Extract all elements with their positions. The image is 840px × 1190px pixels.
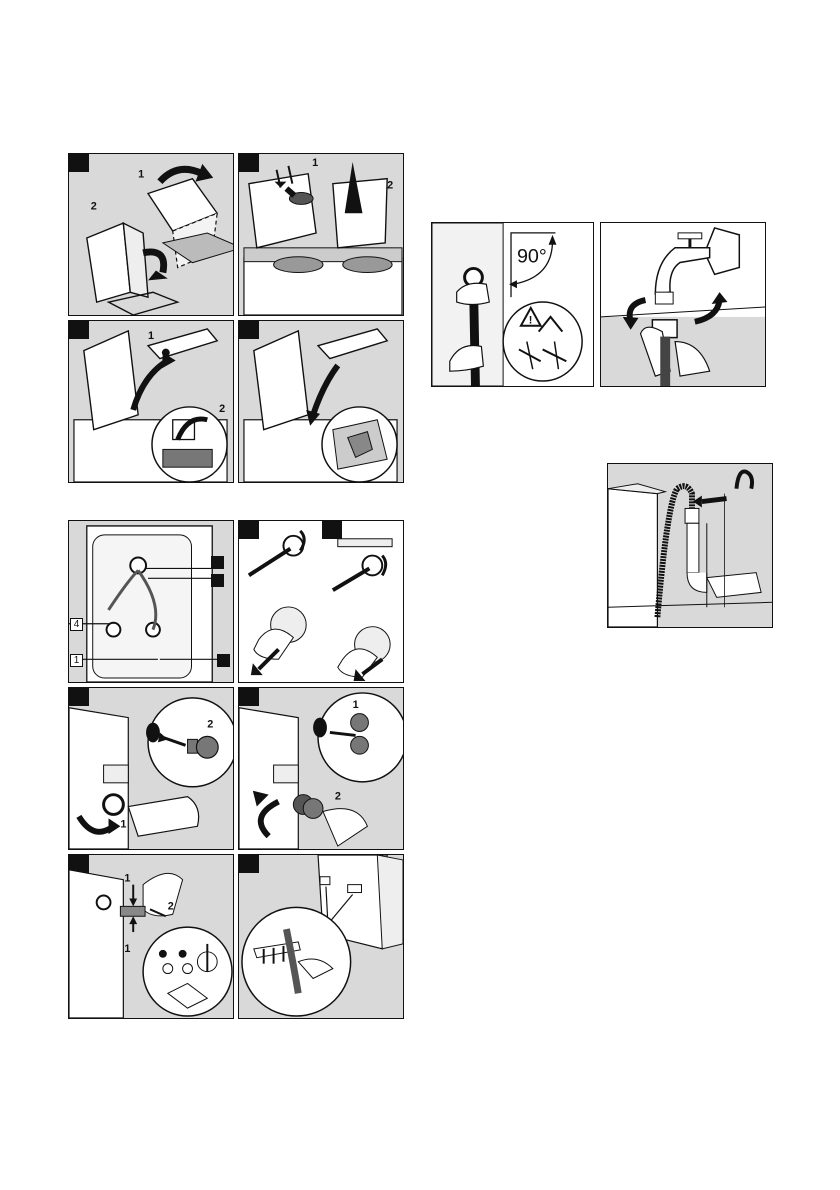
step-label: 1 xyxy=(138,169,144,181)
step-label: 2 xyxy=(387,180,393,192)
panel-b1-hose-angle: 90° ! xyxy=(431,222,594,387)
illustration-lid-removal: 1 2 xyxy=(69,154,233,315)
panel-a3-remove-block: 1 2 xyxy=(68,320,234,483)
callout-4: 4 xyxy=(70,618,83,631)
illustration-cap-attach: 1 2 xyxy=(239,688,403,849)
illustration-cover-insert xyxy=(239,321,403,482)
step-label: 2 xyxy=(335,791,341,803)
step-label: 1 xyxy=(312,157,318,169)
illustration-block-removal: 1 2 xyxy=(69,321,233,482)
panel-b2-tap-connect xyxy=(600,222,766,387)
step-label: 1 xyxy=(148,330,154,342)
step-label: 1 xyxy=(353,699,359,711)
panel-c3-insert-plugs: 2 1 xyxy=(68,687,234,850)
step-label: 1 xyxy=(124,873,130,885)
step-label: 2 xyxy=(168,900,174,912)
panel-c1-back-view: 4 1 xyxy=(68,520,234,683)
illustration-drain-hose xyxy=(608,464,772,627)
step-label: 1 xyxy=(120,818,126,830)
panel-a4-insert-cover xyxy=(238,320,404,483)
panel-c5-bracket-store: 1 2 1 xyxy=(68,854,234,1019)
panel-c2-unscrew-bolts xyxy=(238,520,404,683)
step-label: 2 xyxy=(219,403,225,415)
illustration-bracket-store: 1 2 1 xyxy=(69,855,233,1018)
panel-c4-attach-caps: 1 2 xyxy=(238,687,404,850)
callout-square xyxy=(211,556,224,569)
illustration-plug-insert: 2 1 xyxy=(69,688,233,849)
callout-square xyxy=(211,574,224,587)
svg-text:!: ! xyxy=(529,315,533,327)
illustration-hose-angle: 90° ! xyxy=(432,223,593,386)
panel-a1-remove-lid: 1 2 xyxy=(68,153,234,316)
step-label: 2 xyxy=(91,200,97,212)
illustration-tap-connection xyxy=(601,223,765,386)
panel-a2-remove-foam: 1 2 xyxy=(238,153,404,316)
angle-label: 90° xyxy=(517,246,547,268)
step-marker xyxy=(239,521,259,539)
callout-square xyxy=(217,654,230,667)
step-label: 1 xyxy=(124,943,130,955)
callout-1: 1 xyxy=(70,654,83,667)
illustration-bolt-removal xyxy=(239,521,403,682)
step-marker xyxy=(322,521,342,539)
illustration-foam-removal: 1 2 xyxy=(239,154,403,315)
step-label: 2 xyxy=(207,719,213,731)
illustration-hose-clip xyxy=(239,855,403,1018)
panel-c6-hose-clip xyxy=(238,854,404,1019)
panel-b3-drain-hose xyxy=(607,463,773,628)
illustration-machine-back xyxy=(69,521,233,682)
